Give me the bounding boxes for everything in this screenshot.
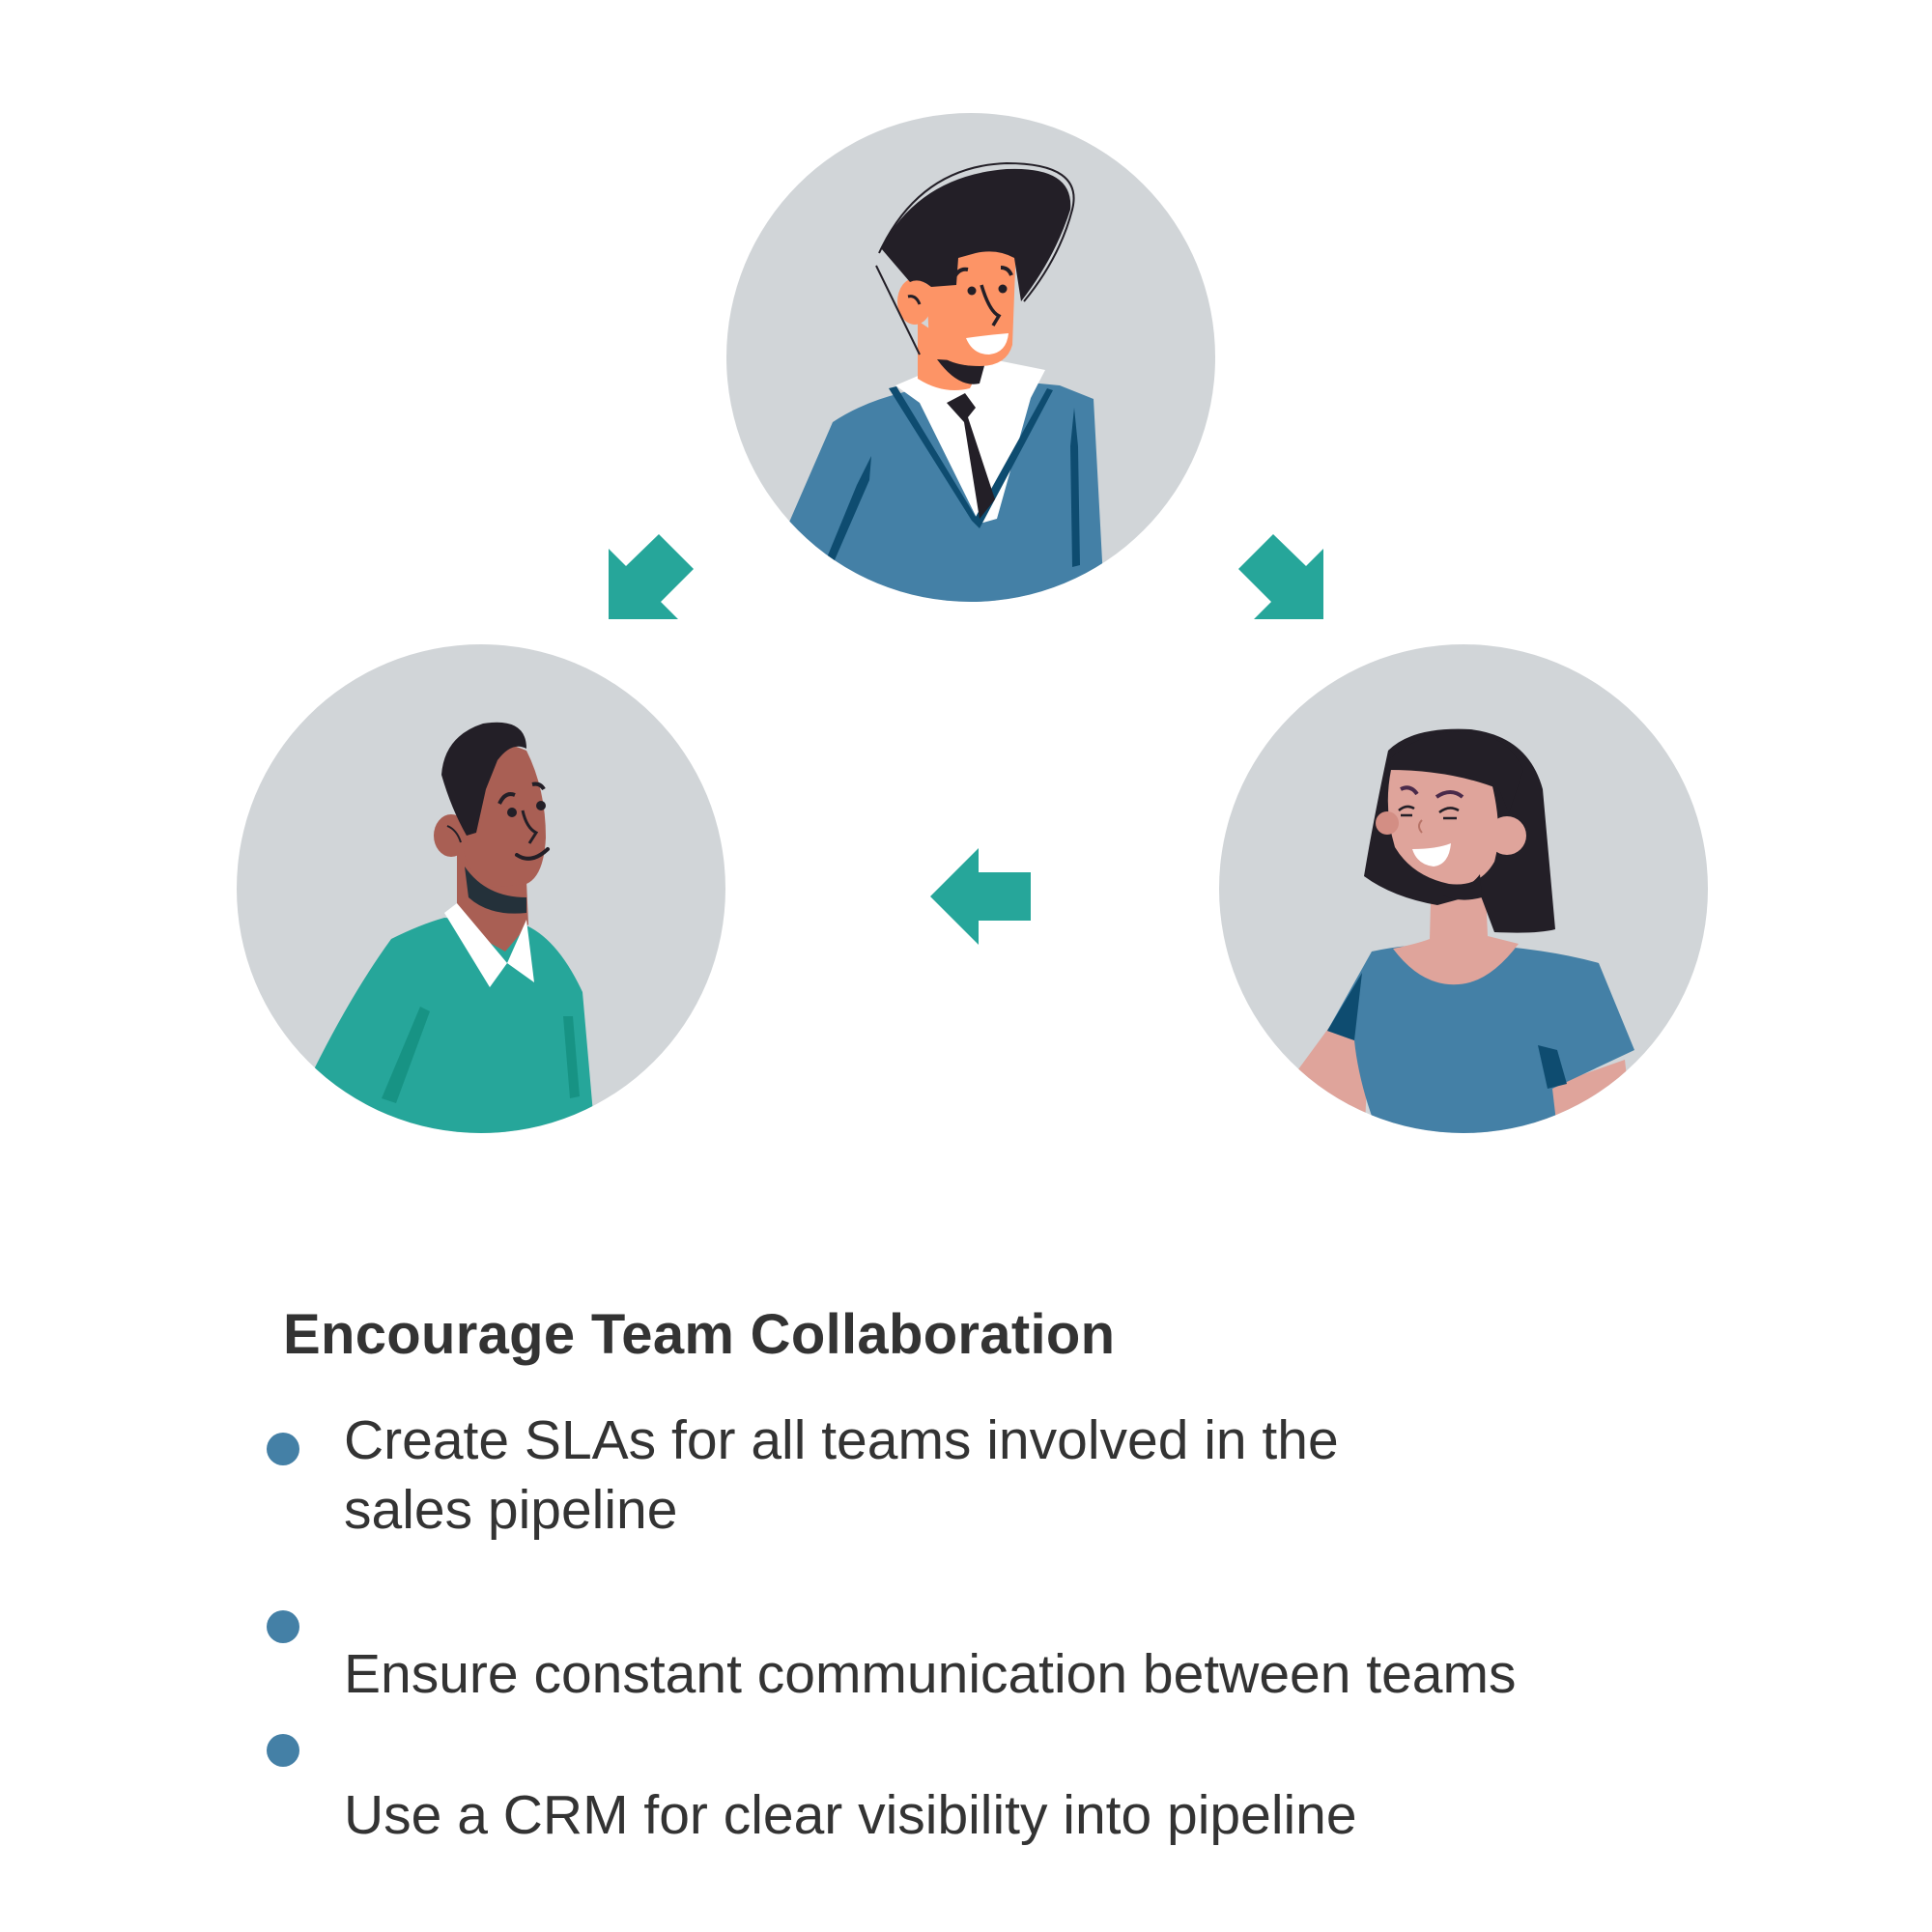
person-illustration-icon xyxy=(237,644,725,1133)
avatar-top-man-tie xyxy=(726,113,1215,602)
bullet-text: Ensure constant communication between te… xyxy=(344,1643,1517,1705)
avatar-left-man-green xyxy=(237,644,725,1133)
bullet-text: Use a CRM for clear visibility into pipe… xyxy=(344,1784,1357,1846)
section-title: Encourage Team Collaboration xyxy=(283,1303,1116,1367)
arrow-left-icon xyxy=(930,848,1031,949)
bullet-text: sales pipeline xyxy=(344,1479,678,1541)
bullet-text: Create SLAs for all teams involved in th… xyxy=(344,1409,1339,1471)
bullet-dot-icon xyxy=(267,1433,299,1465)
arrow-down-left-icon xyxy=(609,534,696,621)
arrow-down-right-icon xyxy=(1236,534,1323,621)
person-illustration-icon xyxy=(726,113,1215,602)
bullet-dot-icon xyxy=(267,1734,299,1767)
bullet-dot-icon xyxy=(267,1610,299,1643)
person-illustration-icon xyxy=(1219,644,1708,1133)
avatar-right-woman xyxy=(1219,644,1708,1133)
